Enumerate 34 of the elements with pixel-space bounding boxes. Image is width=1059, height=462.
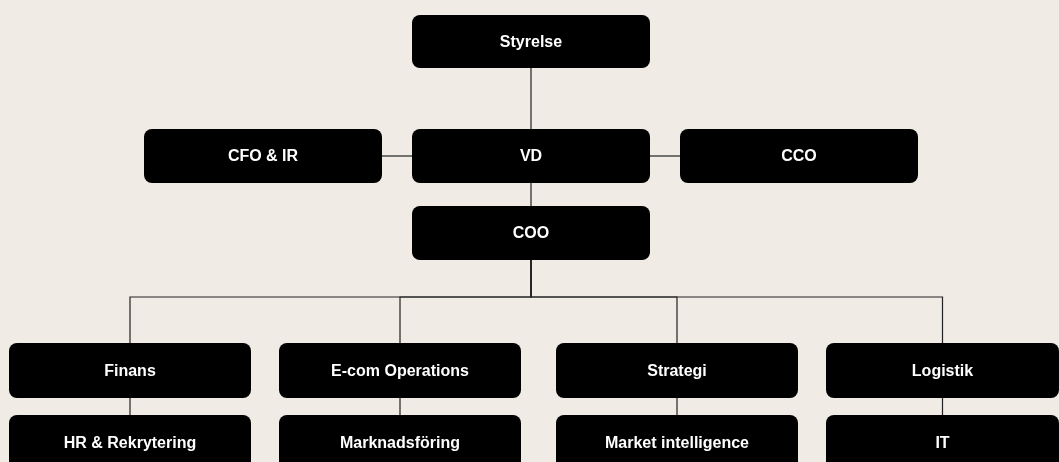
org-box [556,415,798,462]
org-box [826,343,1059,398]
box-label: COO [512,224,550,242]
box-label: Strategi [647,361,707,380]
org-box [556,343,798,398]
org-box [412,15,650,68]
org-box [9,343,251,398]
box-label: Finans [104,361,156,380]
connector-line [530,259,944,344]
connector-line [676,397,678,416]
connector-line [530,182,532,207]
org-box [144,129,382,183]
box-label: E-com Operations [331,361,469,380]
connector-line [381,155,413,157]
connector-line [399,397,401,416]
connector-line [649,155,681,157]
box-label: HR & Rekrytering [63,434,197,452]
box-label: Styrelse [499,32,563,51]
org-box [279,415,521,462]
box-label: CCO [781,147,817,165]
org-box [826,415,1059,462]
box-label: Market intelligence [604,434,749,452]
org-box [279,343,521,398]
box-label: Marknadsföring [340,434,460,452]
connector-line [129,397,131,416]
box-label: Logistik [911,361,974,380]
box-label: VD [519,147,543,165]
connector-line [530,67,532,130]
org-box [412,129,650,183]
org-box [680,129,918,183]
org-box [9,415,251,462]
box-label: IT [935,434,950,452]
box-label: CFO & IR [227,147,299,165]
org-box [412,206,650,260]
